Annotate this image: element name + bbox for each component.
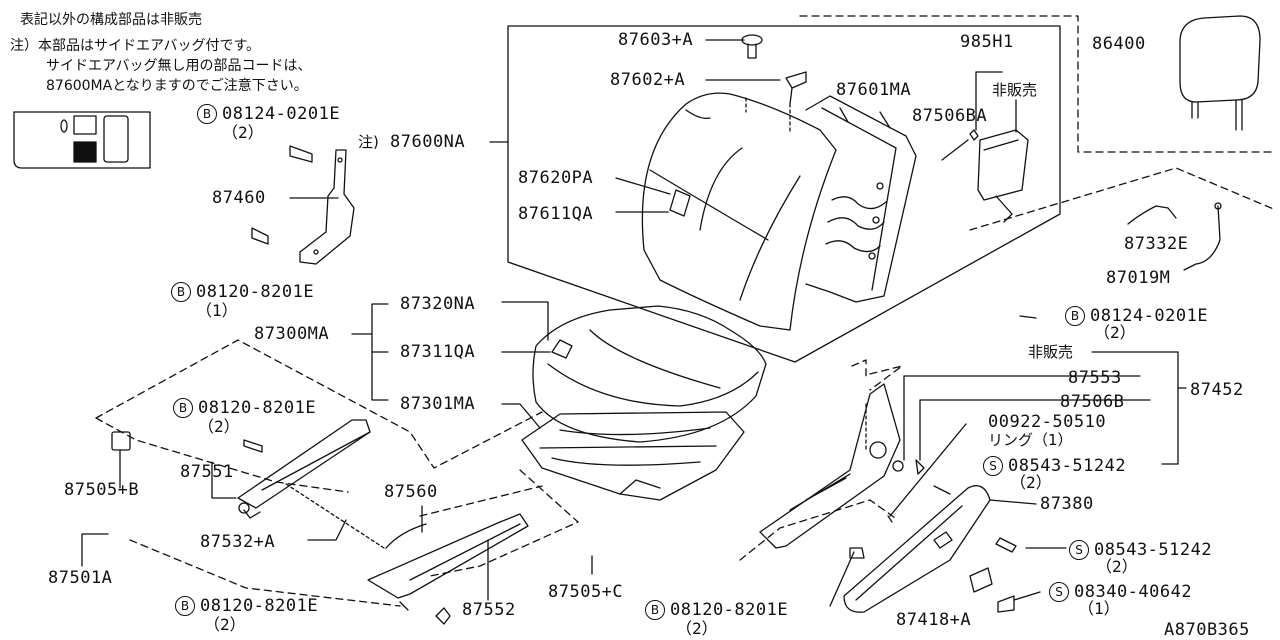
bolt-mark-b1: B xyxy=(197,104,217,124)
part-label-87418[interactable]: 87418+A xyxy=(896,610,972,630)
part-label-87019[interactable]: 87019M xyxy=(1106,268,1171,288)
seat-locator-icon xyxy=(13,111,151,169)
part-label-87300[interactable]: 87300MA xyxy=(254,324,330,344)
bolt-qty-b3: （2） xyxy=(1094,323,1136,342)
part-label-87552[interactable]: 87552 xyxy=(462,600,516,620)
screw-qty-s3: （1） xyxy=(1078,599,1120,618)
part-label-00922[interactable]: 00922-50510 xyxy=(988,412,1107,432)
part-label-87620[interactable]: 87620PA xyxy=(518,168,594,188)
part-label-87532[interactable]: 87532+A xyxy=(200,532,276,552)
seat-back-frame-icon xyxy=(805,95,917,303)
bolt-qty-b2: （1） xyxy=(196,301,238,320)
headrest-icon xyxy=(1179,15,1261,131)
part-label-87301[interactable]: 87301MA xyxy=(400,394,476,414)
bolt-mark-b6: B xyxy=(645,600,665,620)
part-label-87506b[interactable]: 87506B xyxy=(1060,392,1125,412)
harness-region xyxy=(969,167,1277,231)
part-label-87560[interactable]: 87560 xyxy=(384,482,438,502)
bolt-code-b4[interactable]: 08120-8201E xyxy=(198,398,317,418)
part-label-87602[interactable]: 87602+A xyxy=(610,70,686,90)
note-no-airbag: サイドエアバッグ無し用の部品コードは、 xyxy=(46,58,312,74)
bolt-code-b2[interactable]: 08120-8201E xyxy=(196,282,315,302)
screw-mark-s2: S xyxy=(1069,540,1089,560)
part-label-87601[interactable]: 87601MA xyxy=(836,80,912,100)
bolt-mark-b4: B xyxy=(173,398,193,418)
note-marker: 注) xyxy=(358,133,379,151)
part-label-87611[interactable]: 87611QA xyxy=(518,204,594,224)
part-label-985h1[interactable]: 985H1 xyxy=(960,32,1014,52)
part-label-87505c[interactable]: 87505+C xyxy=(548,582,624,602)
part-label-87320[interactable]: 87320NA xyxy=(400,294,476,314)
part-label-87452[interactable]: 87452 xyxy=(1190,380,1244,400)
rail-region-bottom xyxy=(129,469,579,607)
headrest-box xyxy=(799,15,1277,153)
diagram-id: A870B365 xyxy=(1164,620,1250,640)
part-label-86400[interactable]: 86400 xyxy=(1092,34,1146,54)
seat-cushion-icon xyxy=(532,305,767,443)
bolt-code-b3[interactable]: 08124-0201E xyxy=(1090,306,1209,326)
screw-mark-s1: S xyxy=(983,456,1003,476)
part-label-87553[interactable]: 87553 xyxy=(1068,368,1122,388)
bolt-mark-b5: B xyxy=(175,596,195,616)
part-label-87505b[interactable]: 87505+B xyxy=(64,480,140,500)
seat-back-cover-icon xyxy=(641,92,837,331)
note-airbag: 注）本部品はサイドエアバッグ付です。 xyxy=(10,38,261,54)
bolt-qty-b6: （2） xyxy=(676,619,718,638)
slide-rail-left-icon xyxy=(111,419,371,519)
bolt-code-b1[interactable]: 08124-0201E xyxy=(222,104,341,124)
rail-region-left xyxy=(95,339,543,493)
screw-code-s3[interactable]: 08340-40642 xyxy=(1074,582,1193,602)
part-label-87551[interactable]: 87551 xyxy=(180,462,234,482)
bolt-qty-b1: （2） xyxy=(222,123,264,142)
harness-icon xyxy=(1127,202,1222,271)
part-label-87311[interactable]: 87311QA xyxy=(400,342,476,362)
side-cover-icon xyxy=(843,485,1017,613)
recliner-region xyxy=(739,359,903,561)
fastener-icons-top xyxy=(741,34,807,133)
bolt-qty-b4: （2） xyxy=(198,417,240,436)
part-label-87506ba[interactable]: 87506BA xyxy=(912,106,988,126)
seat-pan-icon xyxy=(521,411,745,501)
note-part-code: 87600MAとなりますのでご注意下さい。 xyxy=(46,78,308,94)
screw-code-s1[interactable]: 08543-51242 xyxy=(1008,456,1127,476)
bolt-code-b5[interactable]: 08120-8201E xyxy=(200,596,319,616)
screw-qty-s2: （2） xyxy=(1096,557,1138,576)
ring-qty-label: リング（1） xyxy=(988,431,1073,449)
bolt-mark-b2: B xyxy=(171,282,191,302)
bolt-mark-b3: B xyxy=(1065,306,1085,326)
recliner-icon xyxy=(759,383,951,549)
side-bracket-icon xyxy=(251,145,355,265)
leader-lines xyxy=(81,39,1187,607)
slide-rail-right-icon xyxy=(285,483,543,625)
part-label-87603[interactable]: 87603+A xyxy=(618,30,694,50)
screw-mark-s3: S xyxy=(1049,582,1069,602)
part-label-87332[interactable]: 87332E xyxy=(1124,234,1189,254)
note-not-for-sale: 表記以外の構成部品は非販売 xyxy=(20,12,202,28)
part-label-87380[interactable]: 87380 xyxy=(1040,494,1094,514)
part-label-87460[interactable]: 87460 xyxy=(212,188,266,208)
screw-qty-s1: （2） xyxy=(1010,473,1052,492)
not-for-sale-label-top: 非販売 xyxy=(992,81,1038,99)
bolt-qty-b5: （2） xyxy=(204,615,246,634)
part-label-87501[interactable]: 87501A xyxy=(48,568,113,588)
part-label-87600na[interactable]: 87600NA xyxy=(390,132,466,152)
seat-back-frame-box xyxy=(489,25,1061,363)
screw-code-s2[interactable]: 08543-51242 xyxy=(1094,540,1213,560)
bolt-code-b6[interactable]: 08120-8201E xyxy=(670,600,789,620)
not-for-sale-label-mid: 非販売 xyxy=(1028,343,1074,361)
